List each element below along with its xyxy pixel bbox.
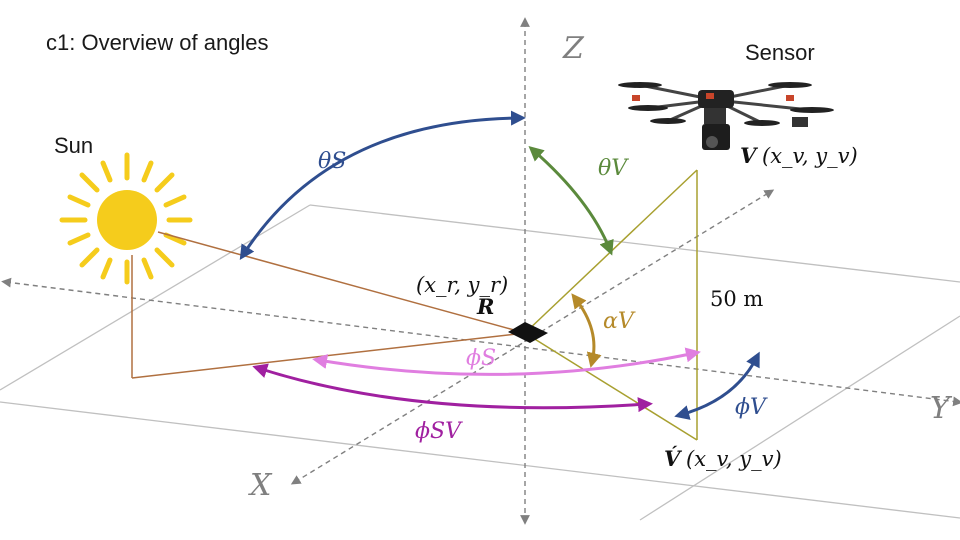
sun-icon	[59, 152, 193, 285]
sensor-point-label: V	[740, 143, 759, 168]
reference-coords: (x_r, y_r)	[416, 273, 508, 297]
sun-ray-line	[157, 231, 526, 334]
sun-label: Sun	[54, 133, 93, 158]
phi-sv-arc	[252, 363, 653, 413]
reference-point-label: R	[476, 294, 494, 319]
theta-v-arc	[528, 146, 614, 256]
plane-edge-top	[309, 204, 960, 283]
reference-patch	[508, 322, 548, 343]
height-label: 50 m	[710, 287, 763, 311]
phi-sv-label: ϕSV	[415, 419, 463, 444]
ground-point-label: V́	[664, 446, 683, 471]
y-axis-label: Y	[930, 391, 953, 426]
drone-icon	[618, 82, 834, 150]
sensor-label: Sensor	[745, 40, 815, 65]
x-axis-label: X	[248, 468, 273, 503]
phi-v-label: ϕV	[735, 395, 768, 420]
diagram-title: c1: Overview of angles	[46, 30, 269, 55]
plane-edge-right	[639, 315, 960, 521]
sensor-ground-line	[524, 332, 698, 441]
theta-v-label: θV	[598, 156, 629, 181]
plane-edge-bottom	[0, 401, 960, 519]
sensor-lines	[524, 169, 698, 441]
phi-s-arc	[312, 347, 701, 376]
z-axis-label: Z	[562, 31, 585, 66]
phi-s-label: ϕS	[466, 346, 496, 371]
phi-v-arc	[674, 351, 760, 420]
axes	[1, 17, 960, 525]
x-axis	[290, 189, 775, 485]
theta-s-label: θS	[318, 149, 346, 174]
ground-coords: (x_v, y_v)	[686, 447, 782, 471]
theta-s-arc	[239, 110, 526, 261]
alpha-v-arc	[571, 293, 602, 368]
alpha-v-label: αV	[603, 309, 636, 334]
sensor-coords: (x_v, y_v)	[762, 144, 858, 168]
